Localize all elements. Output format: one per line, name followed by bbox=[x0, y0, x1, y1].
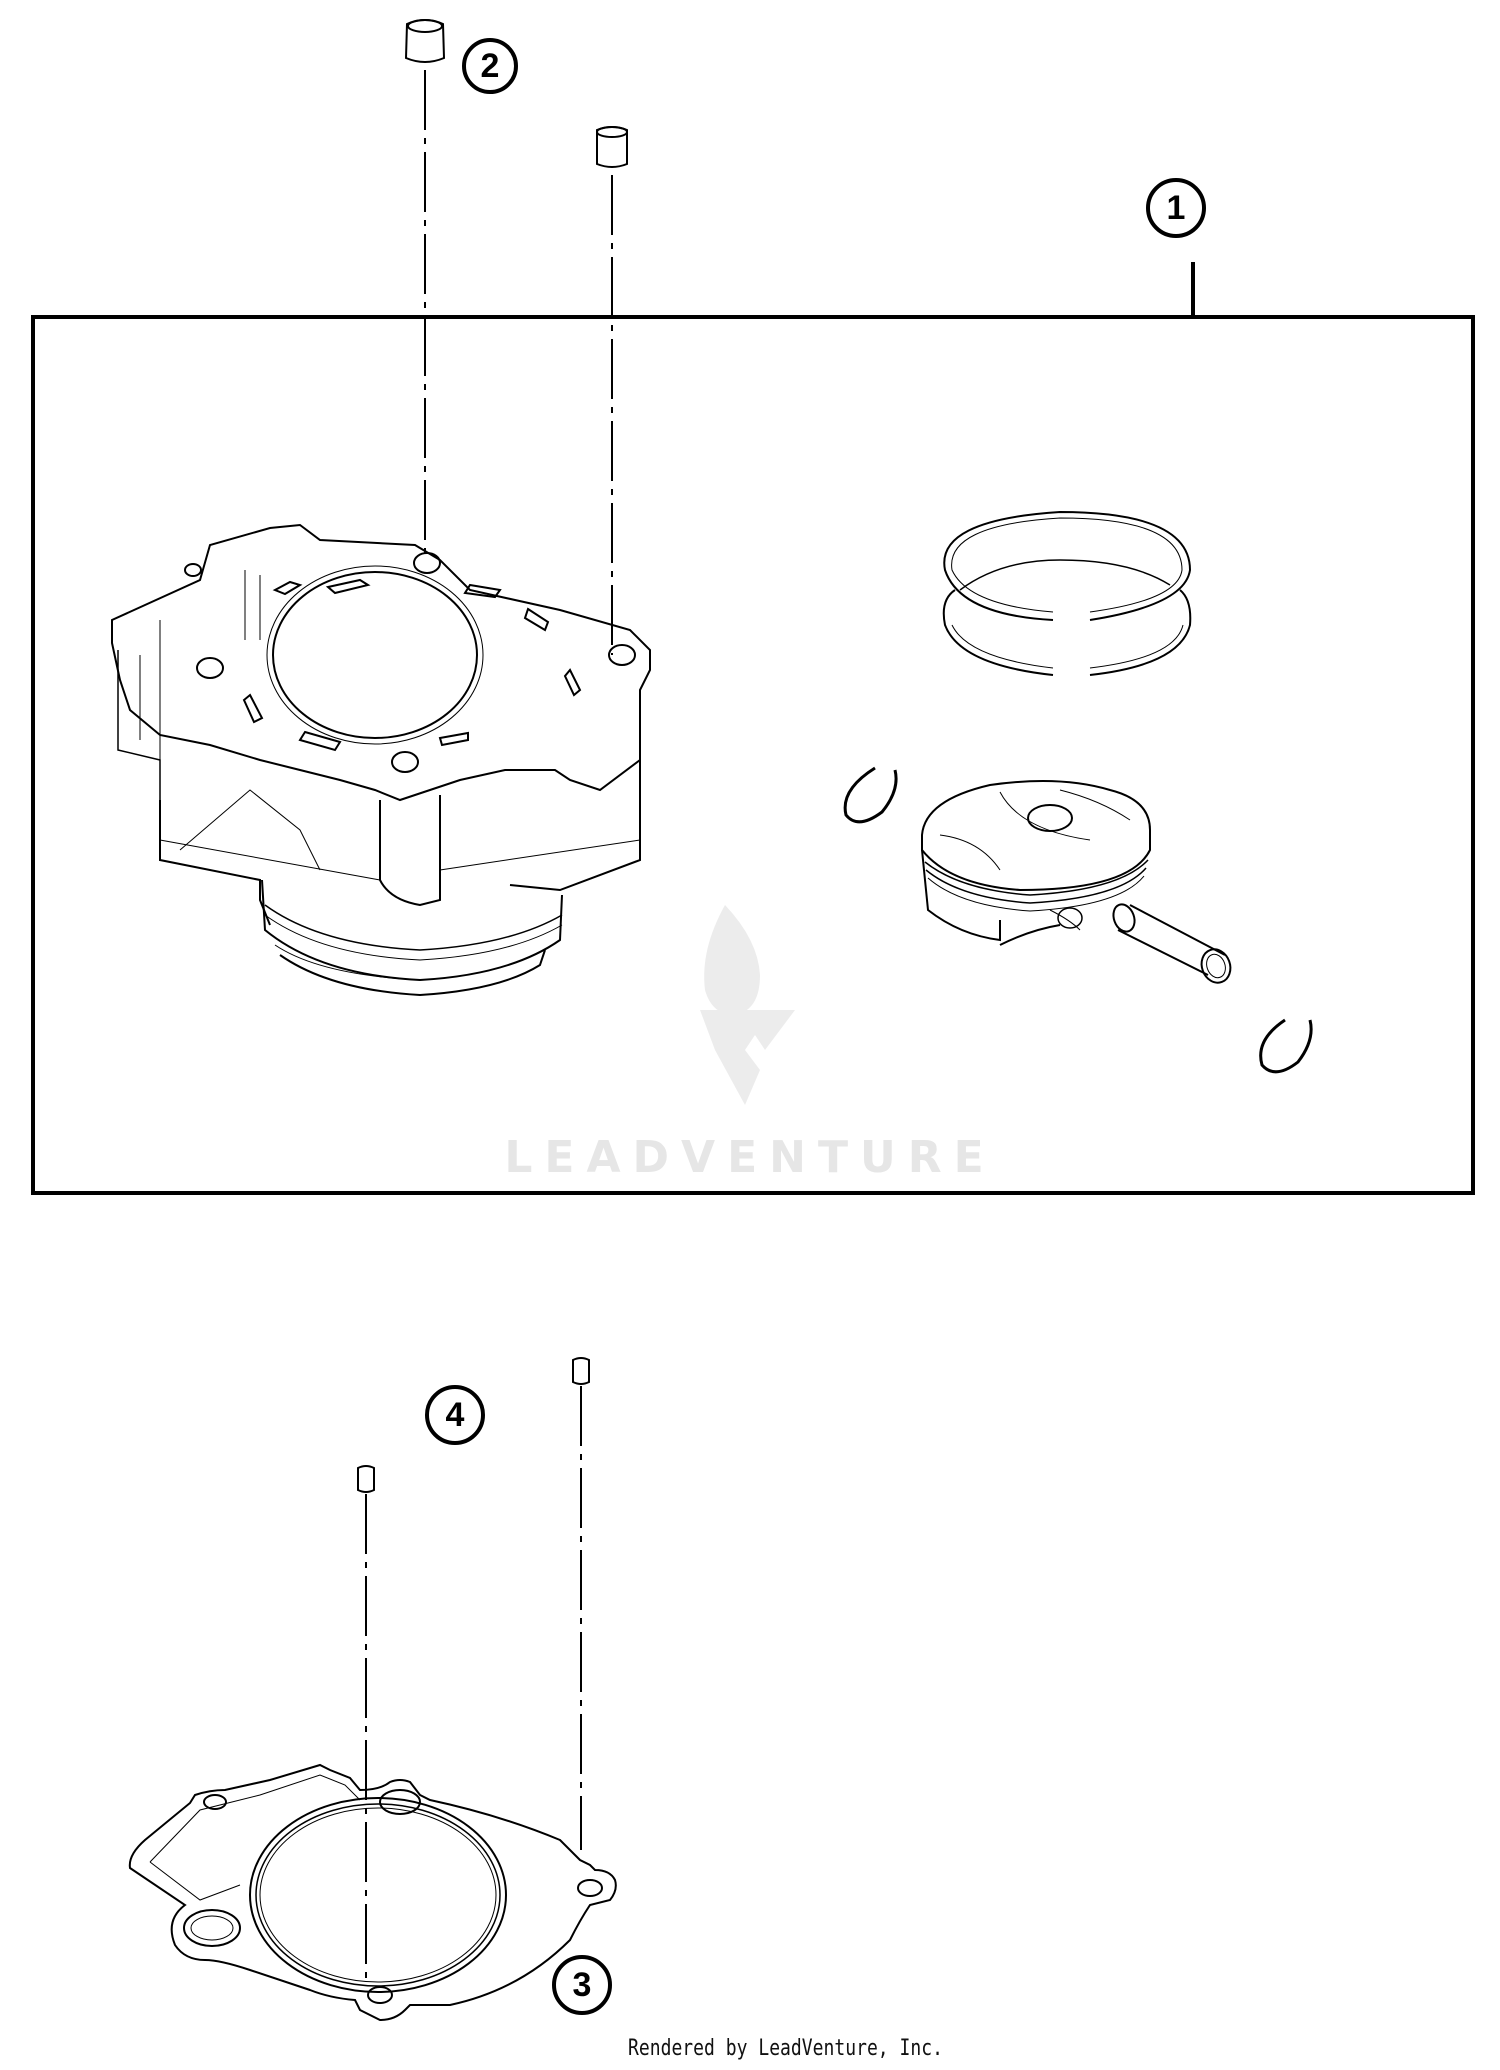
dowel-pin-left[interactable] bbox=[357, 1465, 375, 1493]
callout-3[interactable]: 3 bbox=[552, 1955, 612, 2015]
watermark-text: LEADVENTURE bbox=[504, 1132, 996, 1183]
footer-credit: Rendered by LeadVenture, Inc. bbox=[628, 2036, 943, 2061]
piston-ring-top[interactable] bbox=[943, 510, 1192, 621]
callout-1[interactable]: 1 bbox=[1146, 178, 1206, 238]
circlip-left[interactable] bbox=[843, 766, 898, 824]
dowel-sleeve-right[interactable] bbox=[596, 126, 628, 168]
callout-4[interactable]: 4 bbox=[425, 1385, 485, 1445]
dowel-pin-right[interactable] bbox=[572, 1357, 590, 1385]
callout-2[interactable]: 2 bbox=[462, 38, 518, 94]
piston-ring-second[interactable] bbox=[942, 559, 1192, 676]
kit-frame bbox=[31, 315, 1475, 1195]
callout-1-number: 1 bbox=[1166, 188, 1186, 227]
dowel-sleeve-left[interactable] bbox=[404, 19, 446, 63]
watermark-logo-icon bbox=[700, 905, 795, 1105]
circlip-right[interactable] bbox=[1259, 1018, 1313, 1074]
piston-pin[interactable] bbox=[1110, 901, 1235, 986]
piston[interactable] bbox=[921, 780, 1151, 946]
callout-2-number: 2 bbox=[480, 46, 500, 85]
cylinder[interactable] bbox=[111, 523, 651, 997]
callout-3-number: 3 bbox=[572, 1965, 592, 2004]
base-gasket[interactable] bbox=[128, 1763, 617, 2022]
callout-4-number: 4 bbox=[445, 1395, 465, 1434]
